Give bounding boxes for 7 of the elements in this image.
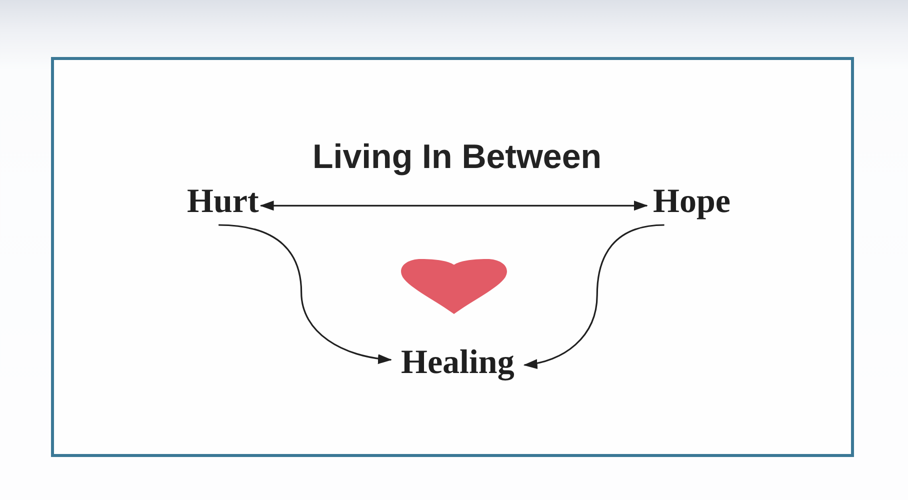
node-label: Hurt (184, 182, 261, 225)
node-label: Hope (647, 182, 734, 225)
curved-arrow (523, 224, 664, 368)
node-label: Healing (391, 343, 524, 383)
curved-arrow (218, 224, 392, 364)
double-arrow (260, 200, 648, 211)
diagram-title: Living In Between (312, 140, 602, 174)
